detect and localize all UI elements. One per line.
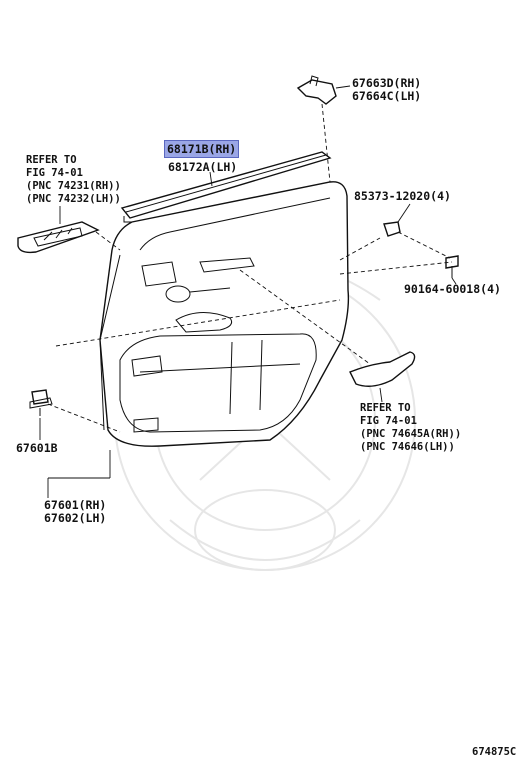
ref-right-line3[interactable]: (PNC 74645A(RH)) — [360, 428, 462, 440]
dashed-guide-lines — [47, 103, 453, 433]
highlight-68171b[interactable]: 68171B(RH) — [164, 140, 240, 158]
ref-left-line1: REFER TO — [26, 154, 77, 166]
bracket-clip-67663d[interactable] — [296, 75, 351, 105]
clip-85373[interactable] — [383, 203, 411, 237]
screw-90164[interactable] — [445, 255, 459, 285]
ref-right-line2: FIG 74-01 — [360, 415, 417, 427]
callout-68171b[interactable]: 68171B(RH) — [164, 140, 240, 158]
callout-85373[interactable]: 85373-12020(4) — [354, 189, 451, 203]
push-clip-67601b[interactable] — [29, 389, 53, 440]
callout-68172a[interactable]: 68172A(LH) — [168, 160, 238, 174]
callout-67602[interactable]: 67602(LH) — [44, 511, 107, 525]
diagram-code: 674875C — [472, 746, 517, 758]
belt-moulding-68171b[interactable] — [120, 151, 332, 223]
ref-right-line4[interactable]: (PNC 74646(LH)) — [360, 441, 455, 453]
ref-left-line4[interactable]: (PNC 74232(LH)) — [26, 193, 121, 205]
callout-90164[interactable]: 90164-60018(4) — [404, 282, 501, 296]
ref-left-line2: FIG 74-01 — [26, 167, 83, 179]
ref-left-line3[interactable]: (PNC 74231(RH)) — [26, 180, 121, 192]
callout-67601[interactable]: 67601(RH) — [44, 498, 107, 512]
leader-lines — [59, 206, 383, 403]
callout-67601b[interactable]: 67601B — [16, 441, 58, 455]
door-trim-board-67601[interactable] — [47, 181, 350, 498]
callout-67663d[interactable]: 67663D(RH) — [352, 76, 422, 90]
callout-67664c[interactable]: 67664C(LH) — [352, 89, 422, 103]
armrest-pad-74645a[interactable] — [349, 351, 416, 387]
ref-right-line1: REFER TO — [360, 402, 411, 414]
switch-base-74231[interactable] — [17, 221, 100, 254]
